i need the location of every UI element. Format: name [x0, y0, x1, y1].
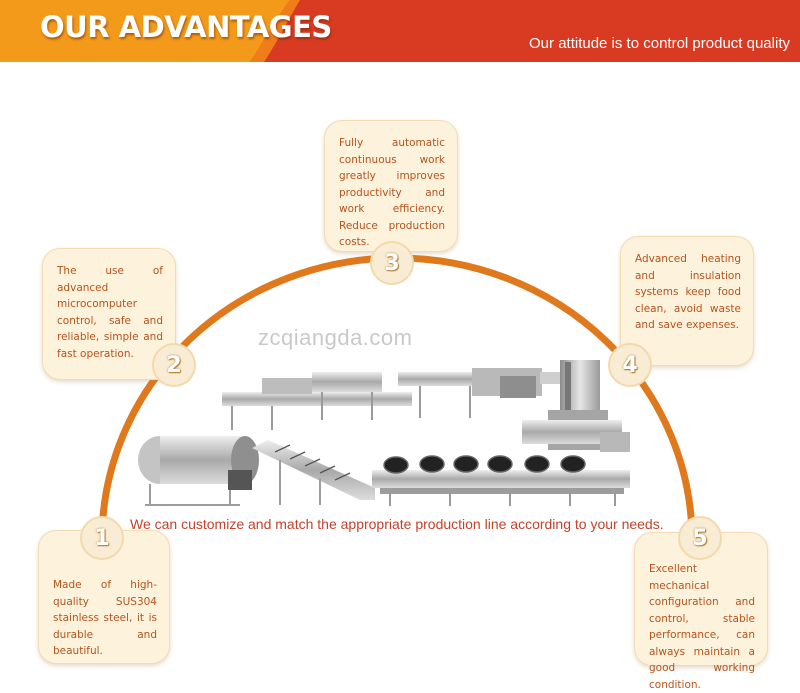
- banner-orange-shape: [0, 0, 300, 62]
- advantage-text-3: Fully automatic continuous work greatly …: [339, 137, 445, 248]
- advantage-text-4: Advanced heating and insulation systems …: [635, 253, 741, 331]
- advantage-badge-2: 2: [152, 343, 196, 387]
- production-line-image: [138, 360, 630, 506]
- advantage-card-4: Advanced heating and insulation systems …: [620, 236, 754, 366]
- advantage-badge-3: 3: [370, 241, 414, 285]
- advantage-text-1: Made of high-quality SUS304 stainless st…: [53, 579, 157, 657]
- advantage-badge-5: 5: [678, 516, 722, 560]
- advantage-card-3: Fully automatic continuous work greatly …: [324, 120, 458, 252]
- header-banner: OUR ADVANTAGES Our attitude is to contro…: [0, 0, 800, 62]
- header-slogan: Our attitude is to control product quali…: [529, 35, 790, 52]
- watermark: zcqiangda.com: [258, 325, 413, 350]
- page-title: OUR ADVANTAGES: [40, 10, 332, 44]
- advantage-card-2: The use of advanced microcomputer contro…: [42, 248, 176, 380]
- advantage-text-2: The use of advanced microcomputer contro…: [57, 265, 163, 360]
- advantage-text-5: Excellent mechanical configuration and c…: [649, 563, 755, 691]
- customization-note: We can customize and match the appropria…: [130, 516, 664, 532]
- advantage-badge-4: 4: [608, 343, 652, 387]
- advantage-badge-1: 1: [80, 516, 124, 560]
